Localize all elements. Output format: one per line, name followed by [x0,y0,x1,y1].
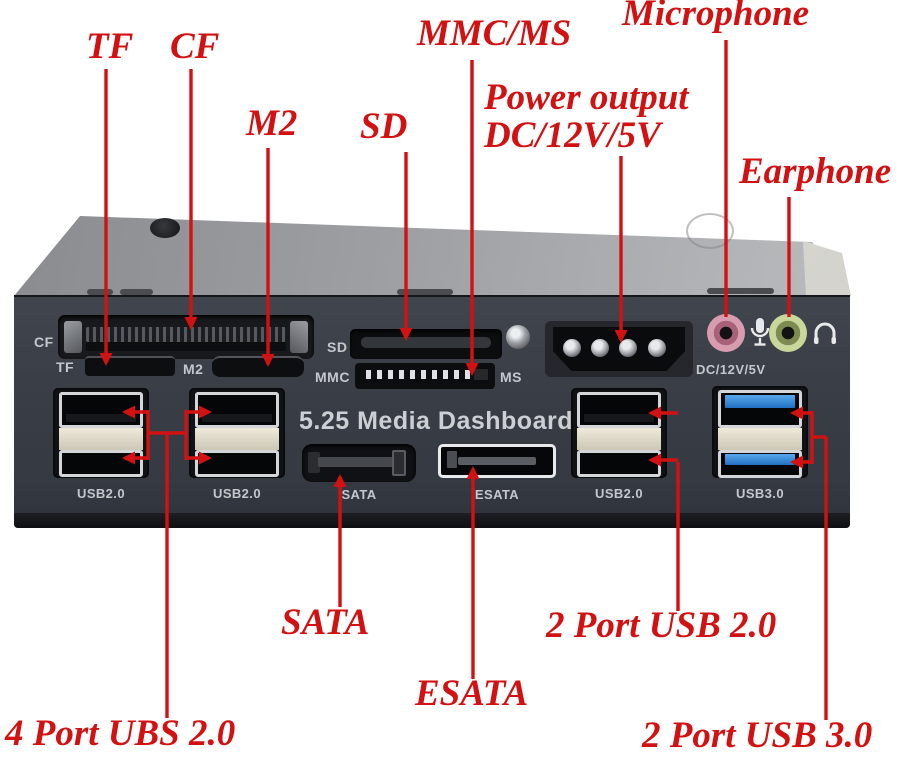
sd-slot-label: SD [327,339,348,355]
annotation-power-line1: Power output [484,77,689,118]
usb3-label: USB3.0 [736,486,784,501]
m2-card-slot [212,356,304,377]
power-pin [648,339,666,357]
power-pin [619,339,637,357]
annotation-sd: SD [360,106,408,147]
usb2-port [59,392,143,428]
usb3-tongue [725,395,795,408]
annotation-power-output: Power output DC/12V/5V [484,79,689,154]
sata-label: SATA [341,487,377,502]
mmc-ms-slot-pins [366,370,472,379]
usb2-port [59,450,143,477]
mmc-slot-label: MMC [315,369,350,385]
usb2-port [577,392,661,428]
cf-slot-clip-left [64,321,82,353]
annotation-esata: ESATA [415,673,529,714]
annotation-microphone: Microphone [622,0,810,34]
tf-card-slot [85,356,175,376]
power-pin [591,339,609,357]
annotation-cf: CF [170,26,220,67]
top-plate-vent-slot [120,289,153,295]
usb-block-separator [59,428,143,450]
sata-key [392,450,406,476]
usb-tongue [584,414,654,422]
annotation-usb2-4port: 4 Port UBS 2.0 [5,713,236,754]
esata-connector-slot [458,457,536,465]
annotation-usb3-2port: 2 Port USB 3.0 [642,715,873,756]
usb2-port [577,450,661,477]
usb-tongue [202,414,272,422]
power-output-label: DC/12V/5V [696,362,766,377]
top-plate-vent-slot [397,289,453,295]
usb-block-separator [195,428,279,450]
panel-screw [506,325,530,349]
esata-label: ESATA [474,487,520,502]
annotation-earphone: Earphone [739,151,892,192]
cf-slot-label: CF [34,334,54,350]
usb2-port [195,450,279,477]
usb2-mid-label: USB2.0 [213,486,261,501]
usb-tongue [66,414,136,422]
microphone-jack [707,314,745,352]
sata-connector-bar [318,457,396,467]
cf-slot-clip-right [290,321,308,353]
tf-slot-label: TF [56,359,75,375]
annotation-usb2-2port: 2 Port USB 2.0 [546,605,777,646]
usb2-left-label: USB2.0 [77,486,125,501]
top-plate-hole [150,218,180,238]
front-panel-bottom-edge [14,513,850,528]
mmc-ms-slot-tab [474,369,488,380]
headphone-icon [814,322,836,344]
usb-block-separator [577,428,661,450]
top-plate-vent-slot [87,289,113,295]
annotation-power-line2: DC/12V/5V [484,114,661,156]
annotation-tf: TF [86,26,134,67]
microphone-icon [750,318,770,346]
sata-key [308,452,320,473]
ms-slot-label: MS [500,369,522,385]
annotation-m2: M2 [246,103,298,144]
m2-slot-label: M2 [183,361,204,377]
usb2-right-label: USB2.0 [595,486,643,501]
cf-slot-lip [86,342,286,351]
earphone-jack [769,314,807,352]
annotation-sata: SATA [281,602,370,643]
sd-slot-tongue [361,337,491,348]
power-pin [563,339,581,357]
usb2-port [195,392,279,428]
cf-slot-pins [86,327,286,342]
device-title: 5.25 Media Dashboard [299,407,573,435]
usb3-tongue [725,454,795,465]
annotation-mmc-ms: MMC/MS [417,13,572,54]
esata-key [447,451,457,468]
top-plate-stamp-circle [686,213,734,249]
top-plate-vent-slot [707,288,774,294]
usb-block-separator [718,428,802,450]
